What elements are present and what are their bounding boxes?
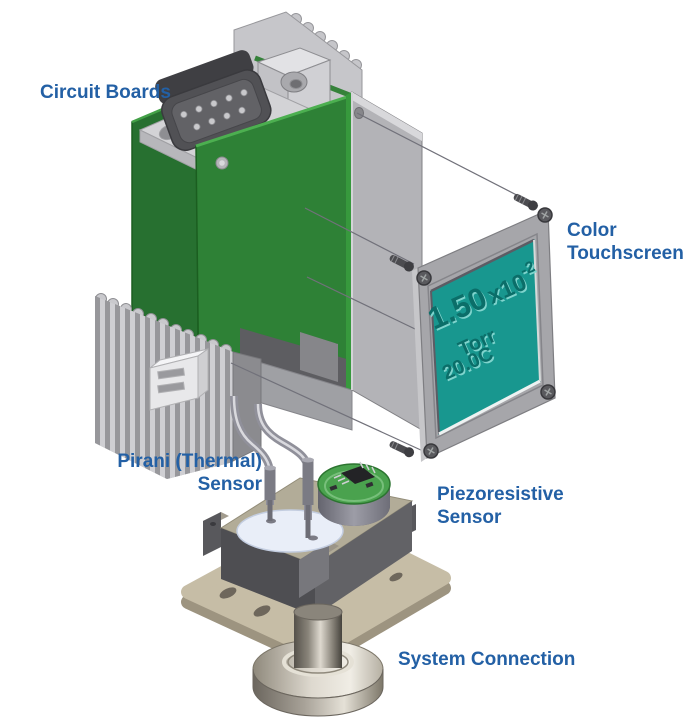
label-piezoresistive-sensor: Piezoresistive Sensor bbox=[437, 484, 564, 530]
chassis-inner-shadow bbox=[240, 328, 350, 396]
chassis-inner-block bbox=[300, 332, 338, 382]
piezoresistive-sensor-puck bbox=[317, 461, 391, 526]
pirani-sensor-disc bbox=[236, 509, 344, 553]
leader-line bbox=[356, 112, 539, 207]
dsub-pins bbox=[180, 88, 248, 131]
label-system-connection: System Connection bbox=[398, 649, 576, 670]
panel-corner-screws bbox=[416, 207, 556, 459]
label-pirani-sensor: Pirani (Thermal) Sensor bbox=[90, 451, 262, 497]
touchscreen-panel: 1.50x10-2 1.50x10-2 Torr Torr 20.0C 20.0… bbox=[412, 207, 556, 462]
right-board-edge bbox=[346, 92, 352, 394]
label-line: Touchscreen bbox=[567, 242, 684, 264]
leader-line bbox=[304, 207, 415, 265]
label-line: Sensor bbox=[437, 506, 502, 528]
label-line: Pirani (Thermal) bbox=[117, 451, 262, 472]
floating-screw bbox=[513, 193, 538, 211]
label-line: Sensor bbox=[197, 473, 262, 495]
floating-screw bbox=[389, 441, 415, 458]
label-line: Piezoresistive bbox=[437, 484, 564, 505]
board-connector-box bbox=[149, 348, 209, 411]
floating-screw bbox=[389, 254, 414, 272]
leader-line bbox=[230, 362, 424, 452]
label-line: Color bbox=[567, 220, 617, 241]
label-circuit-boards: Circuit Boards bbox=[40, 82, 171, 103]
mount-hole bbox=[354, 107, 364, 119]
label-color-touchscreen: Color Touchscreen bbox=[567, 220, 684, 266]
sensor-chip bbox=[341, 466, 375, 484]
chassis-right-wall bbox=[351, 91, 423, 431]
pirani-sensor-tubes bbox=[230, 395, 314, 538]
system-connection-flange bbox=[252, 603, 384, 717]
